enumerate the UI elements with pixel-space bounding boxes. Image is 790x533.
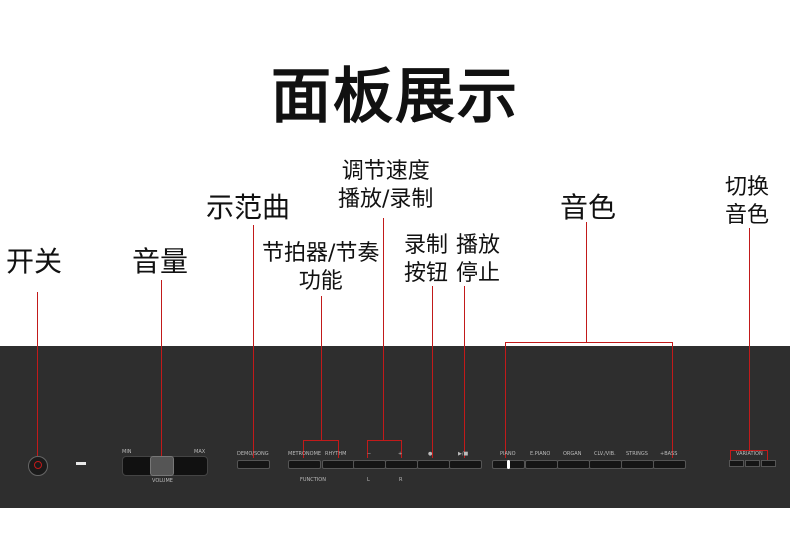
play-label-line1: 播放 bbox=[456, 233, 501, 258]
left-label: L bbox=[367, 477, 370, 483]
play-stop-symbol: ▶/■ bbox=[458, 451, 469, 457]
power-indicator bbox=[76, 462, 86, 465]
rhythm-label-text: RHYTHM bbox=[325, 451, 347, 457]
metronome-label-line1: 节拍器/节奏 bbox=[262, 241, 380, 266]
piano-selected-indicator bbox=[507, 460, 510, 469]
play-callout-line bbox=[464, 286, 465, 458]
tempo-bracket-right bbox=[401, 440, 402, 458]
epiano-label: E.PIANO bbox=[530, 451, 551, 457]
bass-label: +BASS bbox=[660, 451, 678, 457]
variation-label-text: VARIATION bbox=[736, 451, 763, 457]
demo-song-button[interactable] bbox=[237, 460, 270, 469]
record-label-line1: 录制 bbox=[404, 233, 449, 258]
tempo-label: 调节速度 播放/录制 bbox=[338, 158, 433, 213]
tempo-minus-button[interactable] bbox=[353, 460, 386, 469]
clv-button[interactable] bbox=[589, 460, 622, 469]
metronome-label: 节拍器/节奏 功能 bbox=[262, 240, 379, 295]
piano-label: PIANO bbox=[500, 451, 516, 457]
tempo-plus-button[interactable] bbox=[385, 460, 418, 469]
tone-label: 音色 bbox=[560, 191, 617, 224]
tempo-bracket-left bbox=[367, 440, 368, 458]
record-button[interactable] bbox=[417, 460, 450, 469]
variation-bracket-right bbox=[767, 450, 768, 460]
demo-label: 示范曲 bbox=[206, 191, 291, 224]
record-label: 录制 按钮 bbox=[404, 232, 448, 287]
demo-callout-line bbox=[253, 225, 254, 458]
variation-button-3[interactable] bbox=[761, 460, 776, 467]
variation-label: 切换 音色 bbox=[725, 174, 769, 229]
power-callout-line bbox=[37, 292, 38, 456]
volume-label: 音量 bbox=[132, 245, 189, 278]
clv-label: CLV./VIB. bbox=[594, 451, 616, 457]
organ-label: ORGAN bbox=[563, 451, 582, 457]
right-label: R bbox=[399, 477, 403, 483]
metronome-button[interactable] bbox=[288, 460, 321, 469]
metronome-label-line2: 功能 bbox=[298, 268, 343, 294]
variation-button-2[interactable] bbox=[745, 460, 760, 467]
organ-button[interactable] bbox=[557, 460, 590, 469]
variation-button-1[interactable] bbox=[729, 460, 744, 467]
metronome-bracket-right bbox=[338, 440, 339, 458]
tempo-bracket-top bbox=[367, 440, 402, 441]
record-label-line2: 按钮 bbox=[404, 260, 449, 286]
tone-bracket-left bbox=[505, 342, 506, 458]
bass-button[interactable] bbox=[653, 460, 686, 469]
strings-label: STRINGS bbox=[626, 451, 648, 457]
volume-callout-line bbox=[161, 280, 162, 456]
variation-label-line1: 切换 bbox=[725, 175, 770, 200]
volume-max-label: MAX bbox=[194, 449, 206, 455]
variation-label-line2: 音色 bbox=[725, 202, 770, 228]
control-panel bbox=[0, 346, 790, 508]
play-stop-button[interactable] bbox=[449, 460, 482, 469]
epiano-button[interactable] bbox=[525, 460, 558, 469]
tempo-label-line1: 调节速度 bbox=[341, 159, 430, 184]
tempo-minus-label: − bbox=[367, 451, 372, 457]
variation-bracket-top bbox=[730, 450, 768, 451]
metronome-bracket-top bbox=[303, 440, 339, 441]
demo-song-label: DEMO/SONG bbox=[237, 451, 269, 457]
play-label: 播放 停止 bbox=[456, 232, 500, 287]
metronome-bracket-left bbox=[303, 440, 304, 458]
tempo-plus-label: + bbox=[398, 451, 403, 457]
volume-label: VOLUME bbox=[152, 478, 173, 484]
page-title: 面板展示 bbox=[271, 62, 519, 132]
function-label: FUNCTION bbox=[300, 477, 326, 483]
volume-slider-knob[interactable] bbox=[150, 456, 174, 476]
strings-button[interactable] bbox=[621, 460, 654, 469]
tempo-label-line2: 播放/录制 bbox=[338, 186, 434, 212]
play-label-line2: 停止 bbox=[456, 260, 501, 286]
volume-min-label: MIN bbox=[122, 449, 132, 455]
power-label: 开关 bbox=[6, 245, 63, 278]
power-button[interactable] bbox=[28, 456, 48, 476]
tone-bracket-right bbox=[672, 342, 673, 458]
variation-bracket-left bbox=[730, 450, 731, 460]
metronome-label-text: METRONOME bbox=[288, 451, 322, 457]
record-callout-line bbox=[432, 286, 433, 458]
variation-callout-line bbox=[749, 228, 750, 450]
rhythm-button[interactable] bbox=[322, 460, 355, 469]
tempo-callout-line bbox=[383, 218, 384, 440]
record-symbol: ● bbox=[428, 451, 433, 457]
metronome-callout-line bbox=[321, 296, 322, 440]
tone-bracket-top bbox=[505, 342, 673, 343]
tone-callout-line bbox=[586, 222, 587, 342]
